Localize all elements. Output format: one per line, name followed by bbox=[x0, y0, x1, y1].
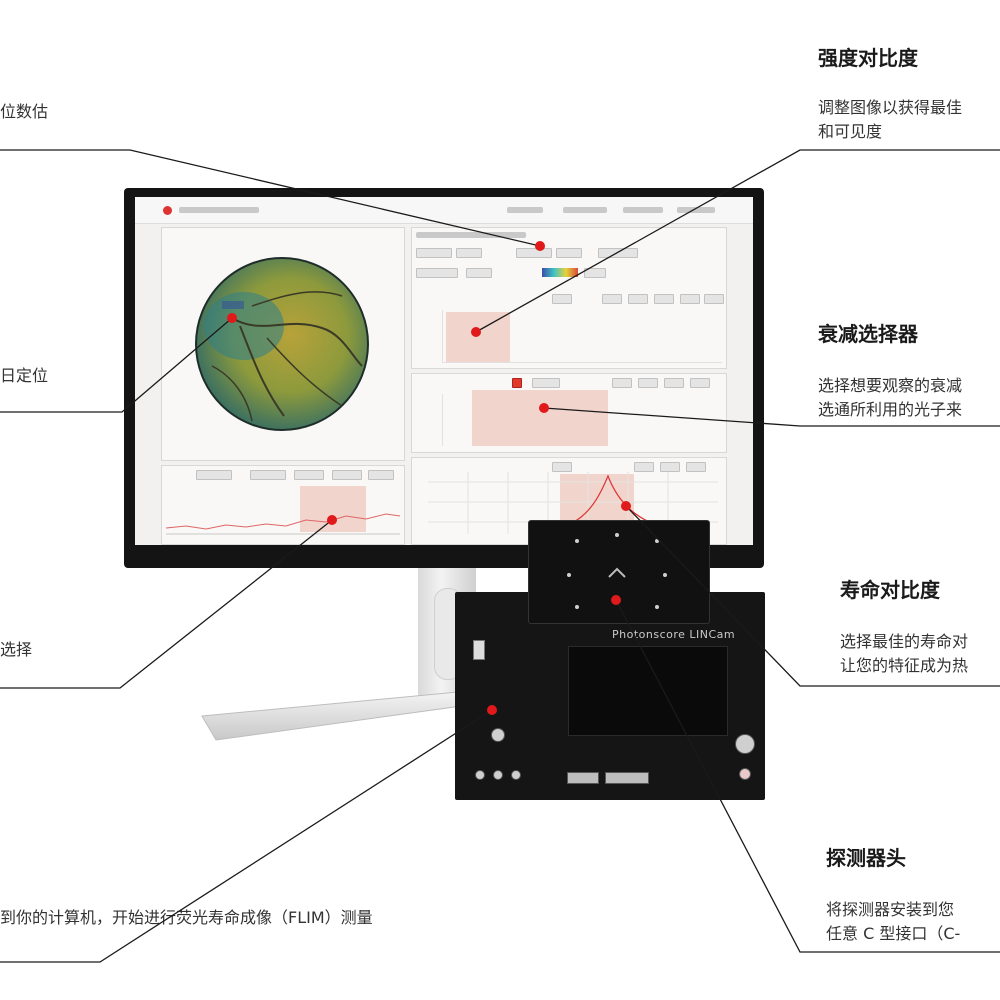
trace-plot bbox=[166, 513, 400, 535]
intensity-range-selection[interactable] bbox=[446, 312, 510, 362]
lifetime-contrast-desc-1: 选择最佳的寿命对 bbox=[840, 632, 969, 651]
led-indicator-icon bbox=[739, 768, 751, 780]
intensity-contrast-desc-2: 和可见度 bbox=[818, 122, 883, 141]
data-port bbox=[605, 772, 649, 784]
software-screen bbox=[135, 197, 753, 545]
detector-head-desc-1: 将探测器安装到您 bbox=[826, 900, 955, 919]
lifetime-contrast-desc-2: 让您的特征成为热 bbox=[840, 656, 969, 675]
connector-icon bbox=[475, 770, 485, 780]
hotspot-intensity-contrast[interactable] bbox=[471, 327, 481, 337]
left-label-1: 位数估 bbox=[0, 102, 49, 121]
connector-icon bbox=[511, 770, 521, 780]
decay-gate-selection[interactable] bbox=[472, 390, 608, 446]
toolbar-item[interactable] bbox=[623, 207, 663, 213]
left-label-3: 选择 bbox=[0, 640, 33, 659]
colormap-bar[interactable] bbox=[542, 268, 578, 277]
intensity-contrast-desc-1: 调整图像以获得最佳 bbox=[818, 98, 963, 117]
power-switch[interactable] bbox=[473, 640, 485, 660]
detector-head bbox=[528, 520, 710, 624]
decay-panel bbox=[411, 373, 727, 453]
monitor-stand-base bbox=[201, 691, 478, 741]
left-label-4: 到你的计算机，开始进行荧光寿命成像（FLIM）测量 bbox=[0, 908, 373, 927]
hotspot-detector-head[interactable] bbox=[611, 595, 621, 605]
hotspot-decay-selector[interactable] bbox=[539, 403, 549, 413]
hotspot-image[interactable] bbox=[227, 313, 237, 323]
detector-head-title: 探测器头 bbox=[826, 846, 906, 870]
hotspot-lifetime-contrast[interactable] bbox=[621, 501, 631, 511]
app-logo-icon bbox=[163, 206, 172, 215]
left-label-2: 日定位 bbox=[0, 366, 49, 385]
hotspot-intensity-ctrl[interactable] bbox=[535, 241, 545, 251]
intensity-contrast-title: 强度对比度 bbox=[818, 46, 918, 70]
toolbar-item[interactable] bbox=[563, 207, 607, 213]
usb-port bbox=[567, 772, 599, 784]
decay-selector-desc-1: 选择想要观察的衰减 bbox=[818, 376, 963, 395]
connector-icon bbox=[493, 770, 503, 780]
toolbar-item[interactable] bbox=[677, 207, 715, 213]
trace-panel bbox=[161, 465, 405, 545]
software-topbar bbox=[135, 197, 753, 224]
sma-connector-icon bbox=[491, 728, 505, 742]
detector-head-desc-2: 任意 C 型接口（C- bbox=[826, 924, 961, 943]
hotspot-trace[interactable] bbox=[327, 515, 337, 525]
toolbar-item[interactable] bbox=[507, 207, 543, 213]
hotspot-device[interactable] bbox=[487, 705, 497, 715]
flim-image[interactable] bbox=[192, 256, 372, 432]
lifetime-contrast-title: 寿命对比度 bbox=[840, 578, 940, 602]
decay-selector-title: 衰减选择器 bbox=[818, 322, 918, 346]
intensity-panel bbox=[411, 227, 727, 369]
image-panel bbox=[161, 227, 405, 461]
device-display bbox=[568, 646, 728, 736]
device-brand-label: Photonscore LINCam bbox=[612, 628, 736, 641]
decay-selector-desc-2: 选通所利用的光子来 bbox=[818, 400, 963, 419]
bnc-connector-icon bbox=[735, 734, 755, 754]
